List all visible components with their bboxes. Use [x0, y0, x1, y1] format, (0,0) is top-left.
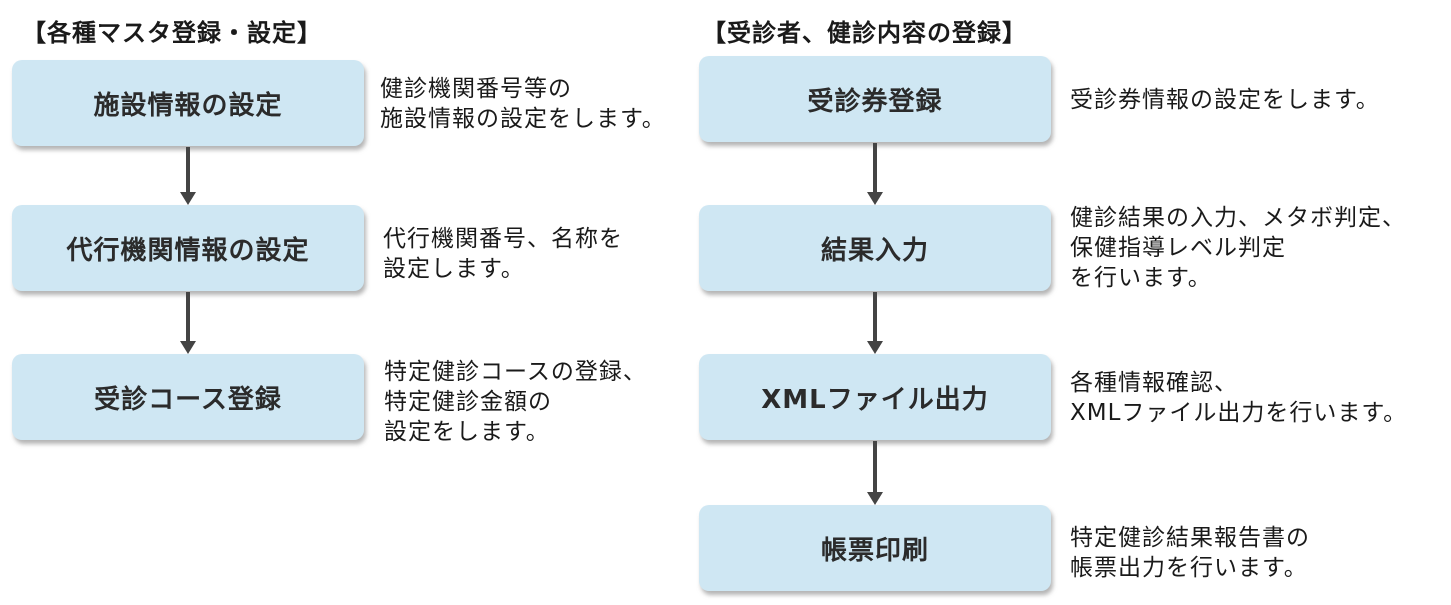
desc-line: 特定健診金額の — [384, 389, 552, 415]
flow-arrow — [180, 147, 196, 205]
course-registration-desc: 特定健診コースの登録、 特定健診金額の 設定をします。 — [384, 357, 647, 447]
course-registration-box[interactable]: 受診コース登録 — [12, 354, 364, 440]
agency-info-settings-desc: 代行機関番号、名称を 設定します。 — [383, 224, 623, 284]
flow-arrow — [867, 292, 883, 354]
desc-line: 受診券情報の設定をします。 — [1070, 87, 1380, 113]
desc-line: を行います。 — [1070, 265, 1212, 291]
right-section-heading: 【受診者、健診内容の登録】 — [702, 19, 1027, 47]
result-input-box[interactable]: 結果入力 — [699, 205, 1051, 291]
ticket-registration-box[interactable]: 受診券登録 — [699, 56, 1051, 142]
desc-line: 各種情報確認、 — [1070, 370, 1238, 396]
desc-line: XMLファイル出力を行います。 — [1070, 400, 1408, 426]
facility-info-settings-desc: 健診機関番号等の 施設情報の設定をします。 — [380, 74, 666, 134]
agency-info-settings-box[interactable]: 代行機関情報の設定 — [12, 205, 364, 291]
desc-line: 保健指導レベル判定 — [1070, 235, 1286, 261]
xml-output-desc: 各種情報確認、 XMLファイル出力を行います。 — [1070, 368, 1407, 428]
xml-output-box[interactable]: XMLファイル出力 — [699, 354, 1051, 440]
desc-line: 健診結果の入力、メタボ判定、 — [1070, 205, 1406, 231]
report-print-desc: 特定健診結果報告書の 帳票出力を行います。 — [1070, 523, 1310, 583]
desc-line: 特定健診コースの登録、 — [384, 359, 647, 385]
desc-line: 特定健診結果報告書の — [1070, 525, 1310, 551]
desc-line: 設定します。 — [383, 256, 525, 282]
left-section-heading: 【各種マスタ登録・設定】 — [22, 19, 322, 47]
flow-arrow — [867, 441, 883, 505]
flow-arrow — [180, 292, 196, 354]
facility-info-settings-box[interactable]: 施設情報の設定 — [12, 60, 364, 146]
result-input-desc: 健診結果の入力、メタボ判定、 保健指導レベル判定 を行います。 — [1070, 203, 1406, 293]
ticket-registration-desc: 受診券情報の設定をします。 — [1070, 85, 1380, 115]
report-print-box[interactable]: 帳票印刷 — [699, 505, 1051, 591]
desc-line: 施設情報の設定をします。 — [380, 106, 666, 132]
flow-arrow — [867, 143, 883, 205]
desc-line: 代行機関番号、名称を — [383, 226, 623, 252]
desc-line: 設定をします。 — [384, 419, 550, 445]
desc-line: 帳票出力を行います。 — [1070, 555, 1308, 581]
desc-line: 健診機関番号等の — [380, 76, 572, 102]
